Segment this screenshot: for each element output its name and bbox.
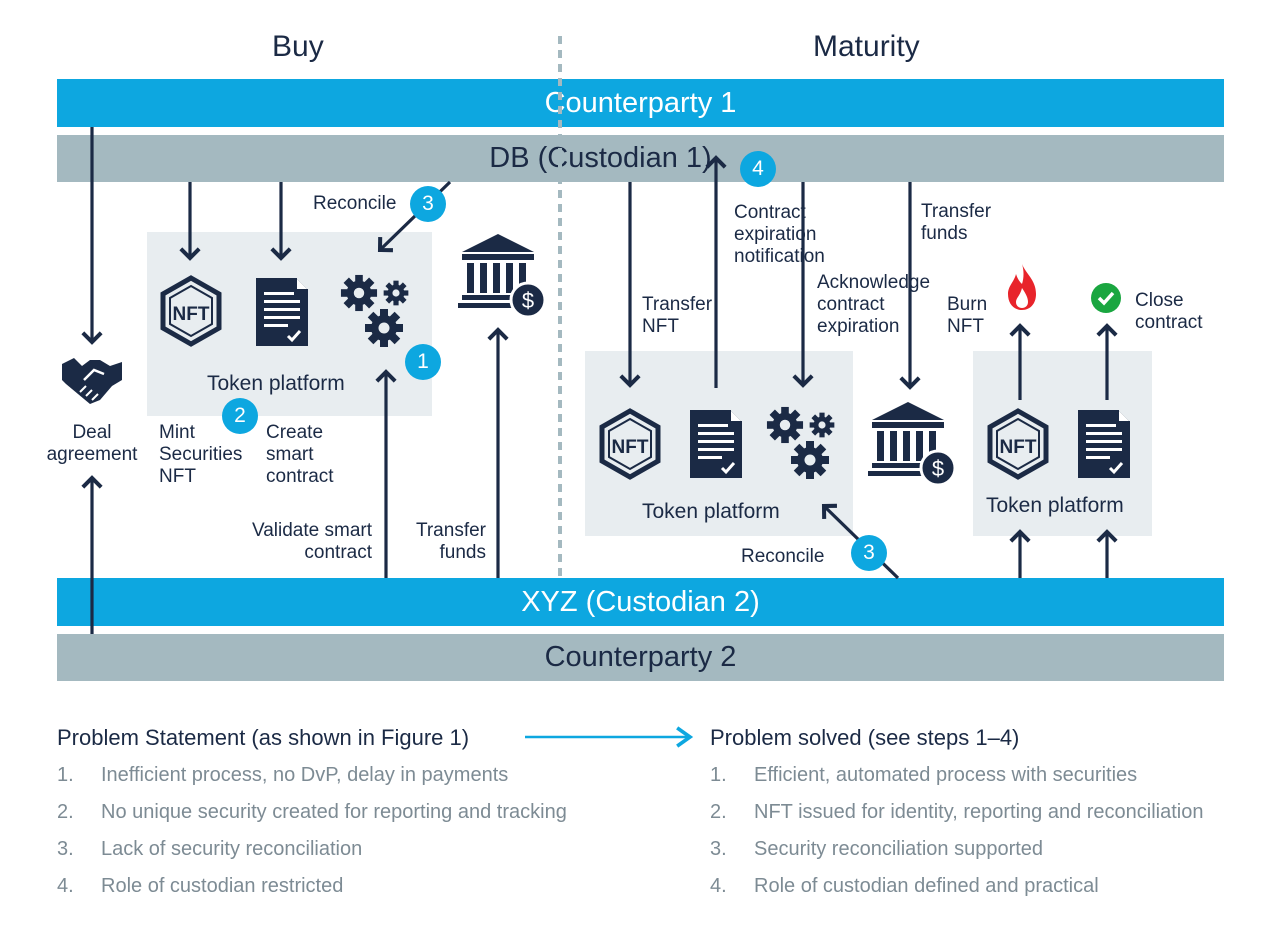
problem-item: 1. Inefficient process, no DvP, delay in … bbox=[57, 764, 567, 801]
bank-icon-buy bbox=[458, 232, 548, 318]
transfer-nft-label: Transfer NFT bbox=[642, 294, 712, 338]
step-badge-4: 4 bbox=[740, 151, 776, 187]
token-platform-label-buy: Token platform bbox=[207, 372, 345, 395]
close-contract-label: Close contract bbox=[1135, 290, 1203, 334]
problem-item-number: 2. bbox=[57, 801, 74, 823]
deal-agreement-line-1: Deal bbox=[72, 422, 112, 443]
problem-item-number: 4. bbox=[57, 875, 74, 897]
acknowledge-line-3: expiration bbox=[817, 316, 900, 337]
step-badge-2: 2 bbox=[222, 398, 258, 434]
mint-line-3: NFT bbox=[159, 466, 196, 487]
mint-line-1: Mint bbox=[159, 422, 195, 443]
custodian-2-label: XYZ (Custodian 2) bbox=[521, 585, 760, 618]
solved-item: 3. Security reconciliation supported bbox=[710, 838, 1203, 875]
create-line-2: smart bbox=[266, 444, 314, 465]
deal-agreement-label: Deal agreement bbox=[42, 422, 142, 466]
transfer-nft-line-1: Transfer bbox=[642, 294, 713, 315]
custodian-2-band: XYZ (Custodian 2) bbox=[57, 578, 1224, 626]
problem-statement-title: Problem Statement (as shown in Figure 1) bbox=[57, 725, 470, 750]
deal-agreement-line-2: agreement bbox=[46, 444, 138, 465]
close-contract-line-2: contract bbox=[1135, 312, 1203, 333]
validate-line-1: Validate smart bbox=[251, 520, 372, 541]
solved-item-text: NFT issued for identity, reporting and r… bbox=[754, 801, 1204, 823]
solved-item: 2. NFT issued for identity, reporting and… bbox=[710, 801, 1203, 838]
step-badge-3-buy: 3 bbox=[410, 186, 446, 222]
counterparty-1-band: Counterparty 1 bbox=[57, 79, 1224, 127]
gears-icon-buy bbox=[340, 274, 409, 347]
transfer-funds-maturity-line-2: funds bbox=[921, 223, 968, 244]
check-circle-icon bbox=[1091, 283, 1121, 313]
reconcile-label-maturity: Reconcile bbox=[741, 546, 825, 567]
close-contract-line-1: Close bbox=[1135, 290, 1184, 311]
solved-item-number: 4. bbox=[710, 875, 727, 897]
mint-line-2: Securities bbox=[159, 444, 243, 465]
create-smart-contract-label: Create smart contract bbox=[266, 422, 334, 488]
problem-item: 4. Role of custodian restricted bbox=[57, 875, 567, 912]
solved-item-text: Role of custodian defined and practical bbox=[754, 875, 1099, 897]
transfer-funds-maturity-line-1: Transfer bbox=[921, 201, 992, 222]
solved-item-number: 3. bbox=[710, 838, 727, 860]
smart-contract-icon-close bbox=[1076, 408, 1132, 480]
step-badge-1: 1 bbox=[405, 344, 441, 380]
counterparty-2-band: Counterparty 2 bbox=[57, 634, 1224, 681]
solved-item: 4. Role of custodian defined and practica… bbox=[710, 875, 1203, 912]
custodian-1-label: DB (Custodian 1) bbox=[489, 142, 712, 174]
problem-solved-title: Problem solved (see steps 1–4) bbox=[710, 725, 1020, 750]
problem-item: 3. Lack of security reconciliation bbox=[57, 838, 567, 875]
transfer-funds-buy-line-1: Transfer bbox=[415, 520, 486, 541]
nft-icon-buy bbox=[159, 275, 223, 347]
contract-expiration-label: Contract expiration notification bbox=[734, 202, 825, 268]
transfer-nft-line-2: NFT bbox=[642, 316, 679, 337]
transfer-funds-label-maturity: Transfer funds bbox=[921, 201, 991, 245]
smart-contract-icon-maturity bbox=[688, 408, 744, 480]
create-line-3: contract bbox=[266, 466, 334, 487]
reconcile-label-buy: Reconcile bbox=[313, 193, 397, 214]
nft-icon-maturity bbox=[598, 408, 662, 480]
problem-item: 2. No unique security created for reporti… bbox=[57, 801, 567, 838]
token-platform-label-maturity: Token platform bbox=[642, 500, 780, 523]
problem-item-text: Role of custodian restricted bbox=[101, 875, 344, 897]
problem-item-text: No unique security created for reporting… bbox=[101, 801, 567, 823]
token-platform-label-burn: Token platform bbox=[986, 494, 1124, 517]
nft-icon-burn bbox=[986, 408, 1050, 480]
acknowledge-line-1: Acknowledge bbox=[817, 272, 931, 293]
contract-expiration-line-3: notification bbox=[734, 246, 825, 267]
solved-item-number: 1. bbox=[710, 764, 727, 786]
validate-line-2: contract bbox=[304, 542, 372, 563]
burn-nft-line-2: NFT bbox=[947, 316, 984, 337]
custodian-1-band: DB (Custodian 1) bbox=[57, 135, 1224, 182]
problem-item-text: Inefficient process, no DvP, delay in pa… bbox=[101, 764, 509, 786]
problem-solved-list: 1. Efficient, automated process with secu… bbox=[710, 764, 1203, 912]
contract-expiration-line-2: expiration bbox=[734, 224, 817, 245]
handshake-icon bbox=[62, 358, 122, 404]
create-line-1: Create bbox=[266, 422, 324, 443]
bank-icon-maturity bbox=[868, 400, 958, 486]
burn-nft-line-1: Burn bbox=[947, 294, 988, 315]
problem-item-text: Lack of security reconciliation bbox=[101, 838, 363, 860]
fire-icon bbox=[1008, 264, 1036, 310]
transfer-funds-buy-line-2: funds bbox=[439, 542, 486, 563]
acknowledge-line-2: contract bbox=[817, 294, 885, 315]
solved-item-number: 2. bbox=[710, 801, 727, 823]
counterparty-2-label: Counterparty 2 bbox=[544, 641, 737, 673]
step-badge-3-maturity: 3 bbox=[851, 535, 887, 571]
section-heading-buy: Buy bbox=[272, 30, 324, 63]
transfer-funds-label-buy: Transfer funds bbox=[396, 520, 486, 564]
counterparty-1-label: Counterparty 1 bbox=[544, 86, 737, 119]
solved-item: 1. Efficient, automated process with secu… bbox=[710, 764, 1203, 801]
burn-nft-label: Burn NFT bbox=[947, 294, 987, 338]
section-heading-maturity: Maturity bbox=[813, 30, 920, 63]
problem-item-number: 1. bbox=[57, 764, 74, 786]
problem-statement-list: 1. Inefficient process, no DvP, delay in … bbox=[57, 764, 567, 912]
validate-smart-contract-label: Validate smart contract bbox=[222, 520, 372, 564]
mint-securities-nft-label: Mint Securities NFT bbox=[159, 422, 242, 488]
smart-contract-icon-buy bbox=[254, 276, 310, 348]
solved-item-text: Security reconciliation supported bbox=[754, 838, 1044, 860]
contract-expiration-line-1: Contract bbox=[734, 202, 806, 223]
gears-icon-maturity bbox=[766, 406, 835, 479]
acknowledge-label: Acknowledge contract expiration bbox=[817, 272, 930, 338]
problem-item-number: 3. bbox=[57, 838, 74, 860]
solved-item-text: Efficient, automated process with securi… bbox=[754, 764, 1138, 786]
